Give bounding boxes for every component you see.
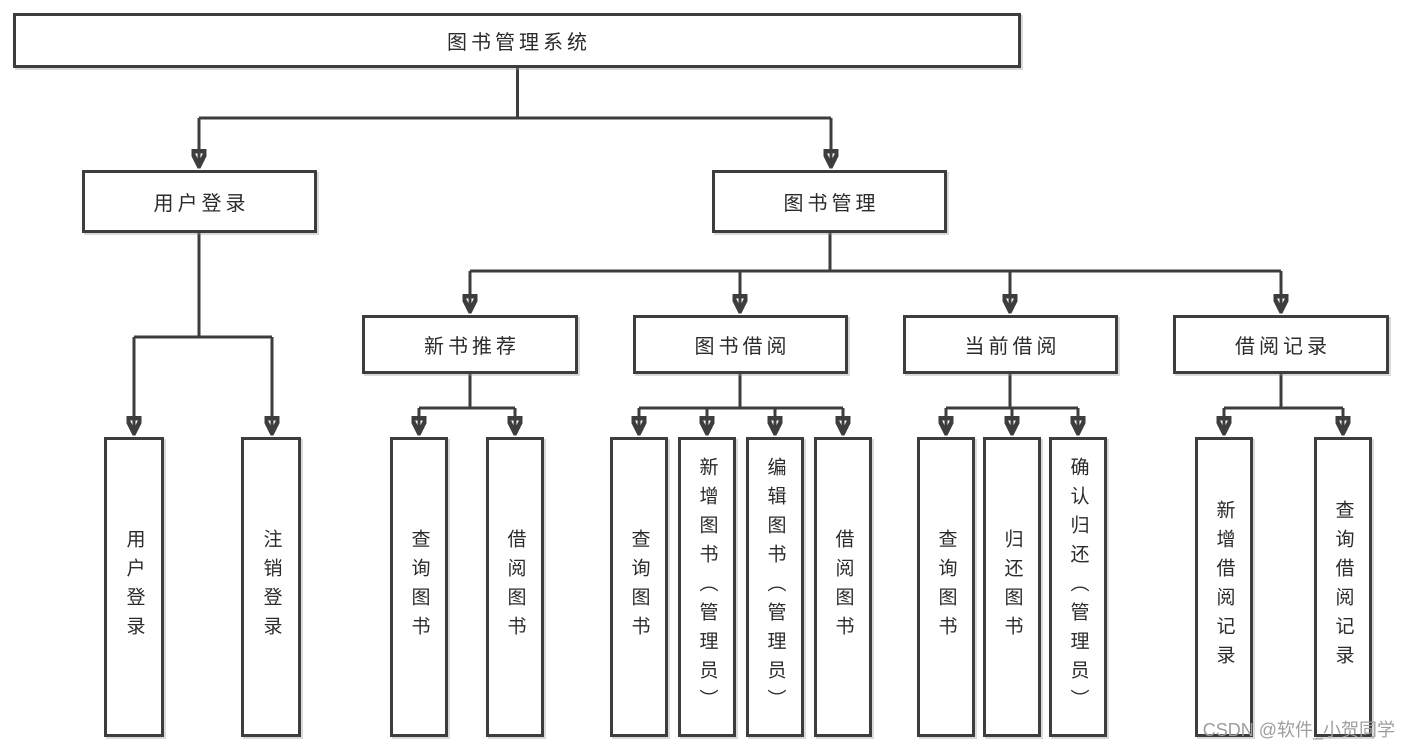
leaf-query-book: 查询图书 bbox=[917, 437, 975, 737]
node-borrowing-records: 借阅记录 bbox=[1173, 315, 1389, 374]
connector-new-book-recommend-children bbox=[419, 374, 515, 431]
leaf-query-borrow-record: 查询借阅记录 bbox=[1314, 437, 1372, 737]
node-new-book-recommend: 新书推荐 bbox=[362, 315, 578, 374]
leaf-add-book-admin: 新增图书（管理员） bbox=[678, 437, 736, 737]
node-root: 图书管理系统 bbox=[13, 13, 1021, 68]
leaf-user-login: 用户登录 bbox=[104, 437, 164, 737]
connector-user-login-children bbox=[134, 233, 272, 431]
connector-book-management-children bbox=[470, 233, 1281, 309]
leaf-logout: 注销登录 bbox=[241, 437, 301, 737]
connector-root-to-level2 bbox=[199, 68, 831, 164]
node-current-borrowing: 当前借阅 bbox=[903, 315, 1118, 374]
node-book-borrowing: 图书借阅 bbox=[633, 315, 848, 374]
connector-borrowing-records-children bbox=[1224, 374, 1343, 431]
leaf-confirm-return-admin: 确认归还（管理员） bbox=[1049, 437, 1107, 737]
leaf-query-book: 查询图书 bbox=[610, 437, 668, 737]
connector-current-borrowing-children bbox=[946, 374, 1078, 431]
node-book-management: 图书管理 bbox=[712, 170, 947, 233]
leaf-query-book: 查询图书 bbox=[390, 437, 448, 737]
node-user-login: 用户登录 bbox=[82, 170, 317, 233]
leaf-add-borrow-record: 新增借阅记录 bbox=[1195, 437, 1253, 737]
leaf-edit-book-admin: 编辑图书（管理员） bbox=[746, 437, 804, 737]
leaf-borrow-book: 借阅图书 bbox=[486, 437, 544, 737]
leaf-borrow-book: 借阅图书 bbox=[814, 437, 872, 737]
csdn-watermark: CSDN @软件_小贺同学 bbox=[1202, 720, 1395, 740]
leaf-return-book: 归还图书 bbox=[983, 437, 1041, 737]
connector-book-borrowing-children bbox=[639, 374, 843, 431]
